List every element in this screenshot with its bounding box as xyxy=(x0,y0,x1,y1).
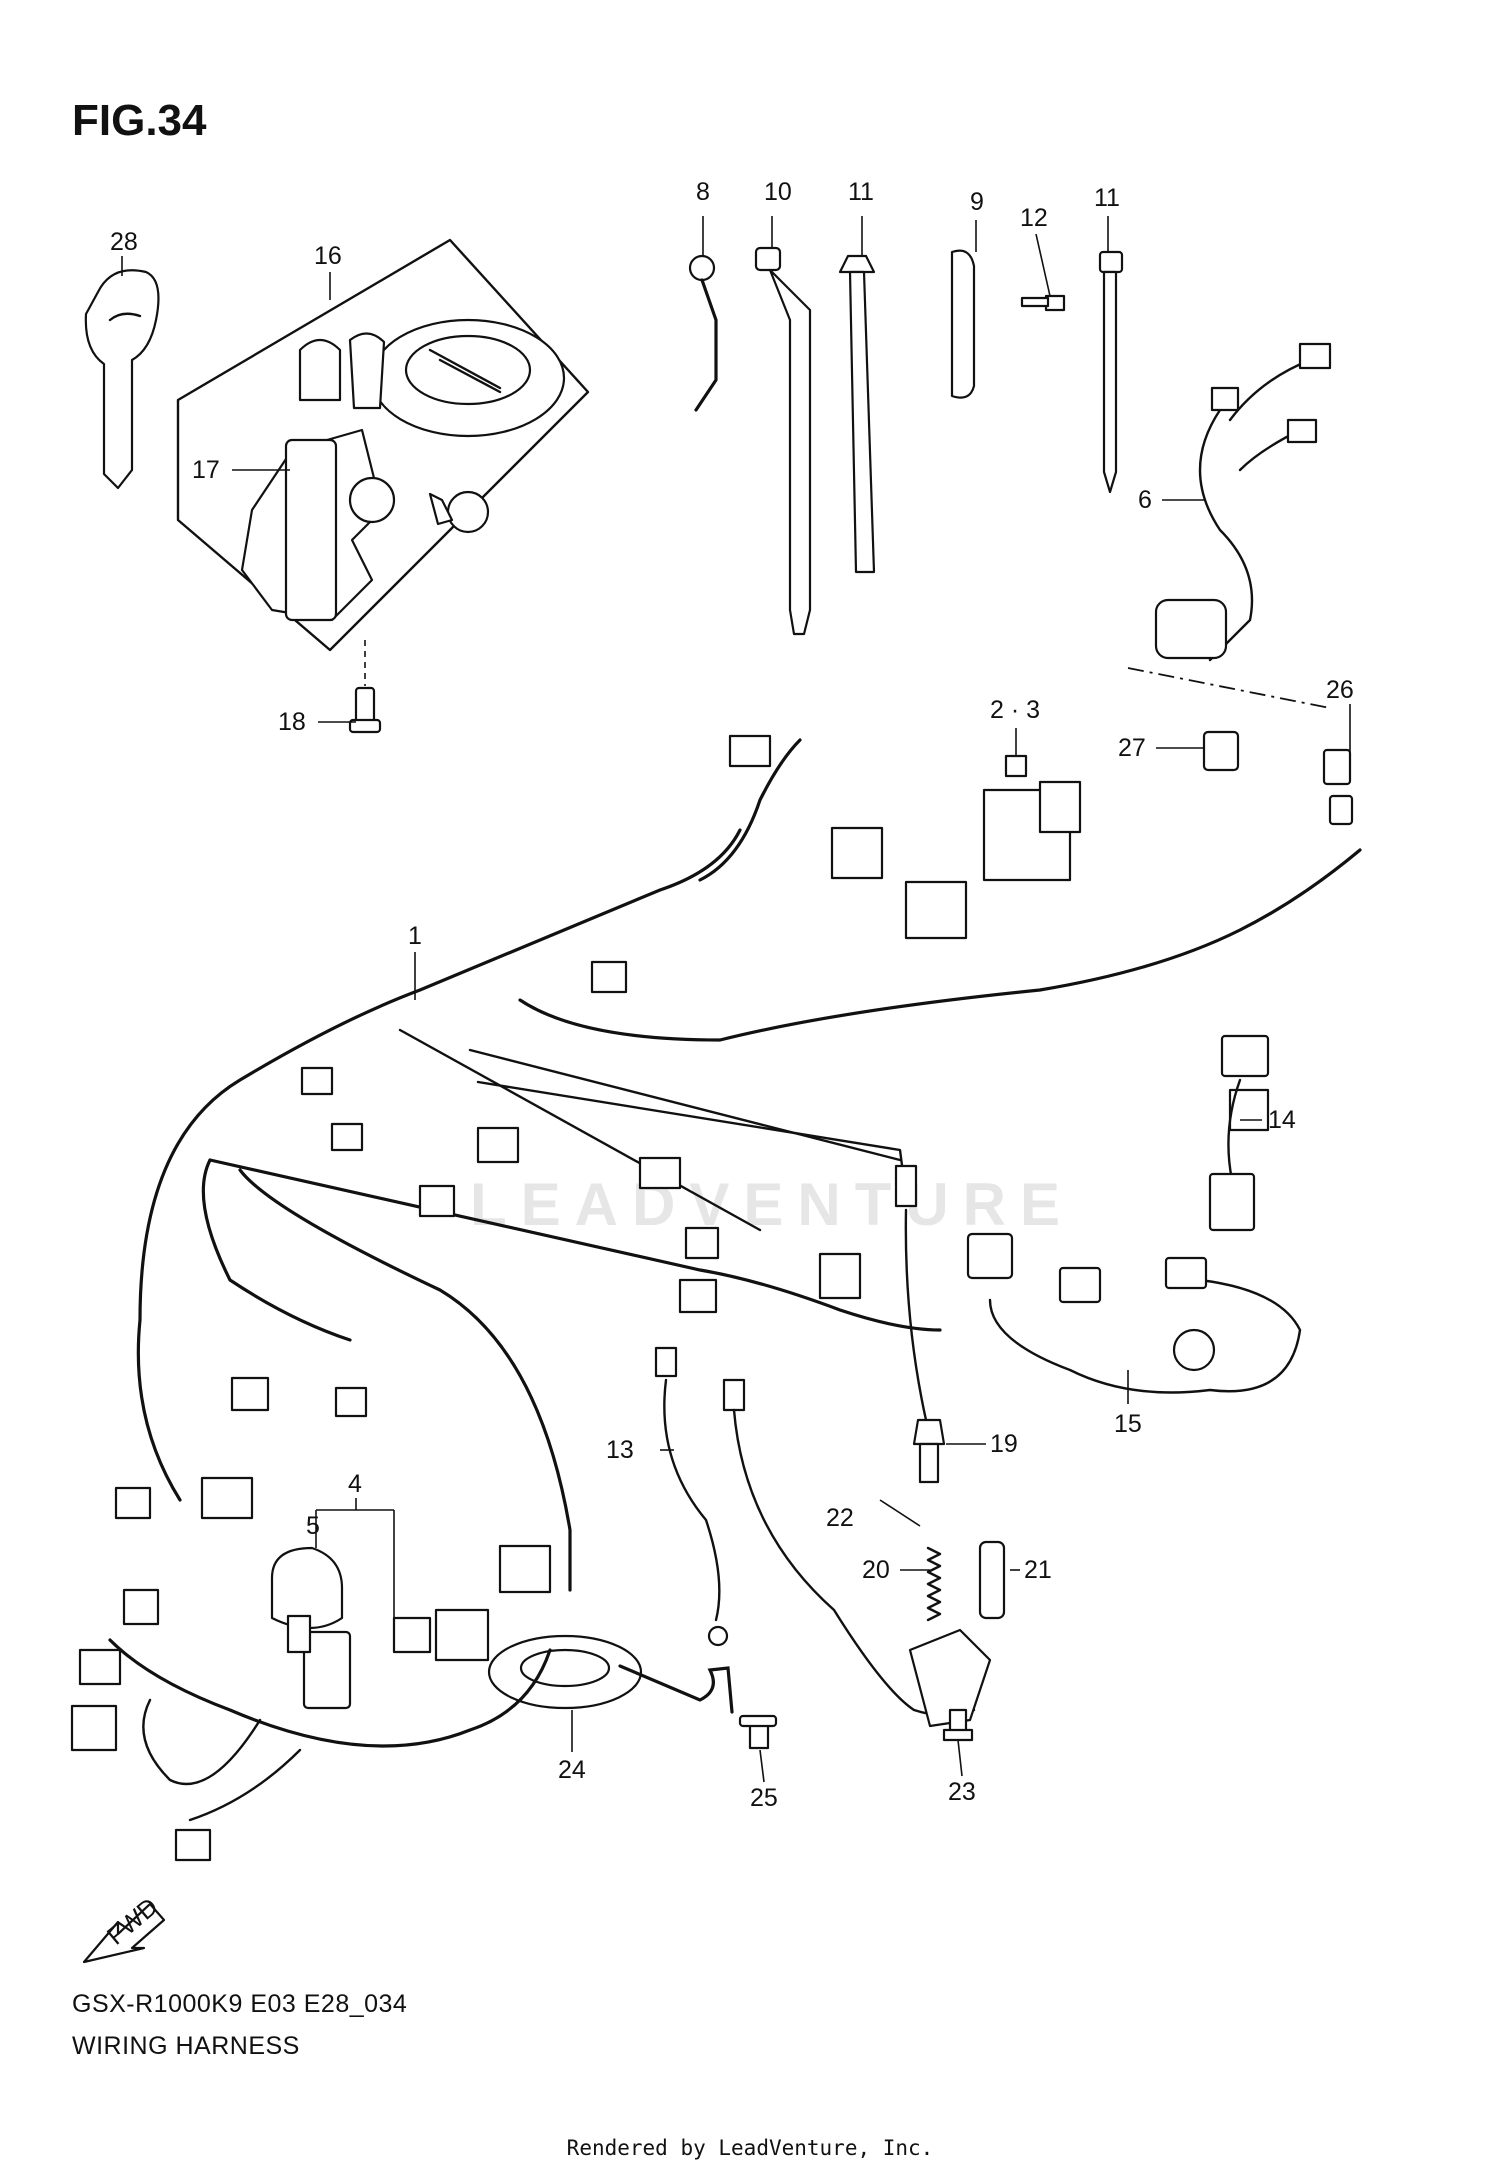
figure-name: WIRING HARNESS xyxy=(72,2032,300,2060)
callout-9[interactable]: 10 xyxy=(764,178,792,206)
callout-27[interactable]: 27 xyxy=(1118,734,1146,762)
fuse-icon xyxy=(982,754,1082,882)
callout-18[interactable]: 18 xyxy=(278,708,306,736)
callout-4[interactable]: 4 xyxy=(348,1470,362,1498)
callout-13[interactable]: 13 xyxy=(606,1436,634,1464)
callout-21[interactable]: 21 xyxy=(1024,1556,1052,1584)
callout-25[interactable]: 25 xyxy=(750,1784,778,1812)
callout-16[interactable]: 16 xyxy=(314,242,342,270)
callout-15[interactable]: 15 xyxy=(1114,1410,1142,1438)
watermark: LEADVENTURE xyxy=(470,1171,1075,1238)
cable-tie-icon xyxy=(1098,250,1124,494)
switch-lead-icon xyxy=(722,1378,992,1728)
clamp-icon xyxy=(950,249,976,399)
callout-26[interactable]: 26 xyxy=(1326,676,1354,704)
callout-7[interactable]: 8 xyxy=(696,178,710,206)
lead-wire-icon xyxy=(1208,1034,1270,1232)
callout-1[interactable]: 1 xyxy=(408,922,422,950)
callout-10[interactable]: 11 xyxy=(848,178,874,206)
callout-19[interactable]: 19 xyxy=(990,1430,1018,1458)
callout-20[interactable]: 20 xyxy=(862,1556,890,1584)
sub-harness-icon xyxy=(70,1588,552,1862)
callout-24[interactable]: 24 xyxy=(558,1756,586,1784)
callout-5[interactable]: 5 xyxy=(306,1512,320,1540)
horn-icon xyxy=(487,1634,734,1714)
model-code: GSX-R1000K9 E03 E28_034 xyxy=(72,1990,408,2018)
lock-set-icon xyxy=(176,238,590,652)
callout-14[interactable]: 14 xyxy=(1268,1106,1296,1134)
relay-icon xyxy=(1322,748,1354,826)
screw-icon xyxy=(942,1708,974,1742)
callout-17[interactable]: 17 xyxy=(192,456,220,484)
callout-2-3[interactable]: 2 · 3 xyxy=(990,696,1040,724)
tube-icon xyxy=(978,1540,1006,1620)
cable-tie-icon xyxy=(754,246,812,636)
lead-wire-icon xyxy=(966,1232,1302,1394)
ignition-switch-icon xyxy=(240,332,396,622)
callout-23[interactable]: 23 xyxy=(948,1778,976,1806)
callout-11[interactable]: 11 xyxy=(1094,184,1120,212)
callout-labels: 28 16 17 18 8 10 11 9 12 11 6 2 · 3 26 2… xyxy=(110,178,1354,1812)
callout-28[interactable]: 28 xyxy=(110,228,138,256)
callout-22[interactable]: 22 xyxy=(826,1504,854,1532)
callout-12[interactable]: 12 xyxy=(1020,204,1048,232)
key-icon xyxy=(84,269,160,490)
ground-wire-icon xyxy=(654,1346,729,1647)
relay-icon xyxy=(1202,730,1240,772)
bracket-icon xyxy=(688,254,718,412)
spring-icon xyxy=(926,1546,942,1622)
callout-6[interactable]: 6 xyxy=(1138,486,1152,514)
screw-icon xyxy=(1020,294,1066,312)
bolt-icon xyxy=(348,640,382,734)
callout-8[interactable]: 9 xyxy=(970,188,984,216)
sensor-icon xyxy=(476,1080,946,1484)
connector-cap-icon xyxy=(270,1546,344,1654)
lead-wire-icon xyxy=(1154,342,1332,662)
forward-arrow-icon: FWD xyxy=(82,1893,166,1964)
bolt-icon xyxy=(738,1714,778,1750)
figure-title: FIG.34 xyxy=(72,96,207,145)
render-credit: Rendered by LeadVenture, Inc. xyxy=(566,2136,934,2160)
main-wiring-harness-icon xyxy=(114,734,1362,1594)
leader-lines xyxy=(121,216,1351,1783)
push-clamp-icon xyxy=(838,254,876,574)
